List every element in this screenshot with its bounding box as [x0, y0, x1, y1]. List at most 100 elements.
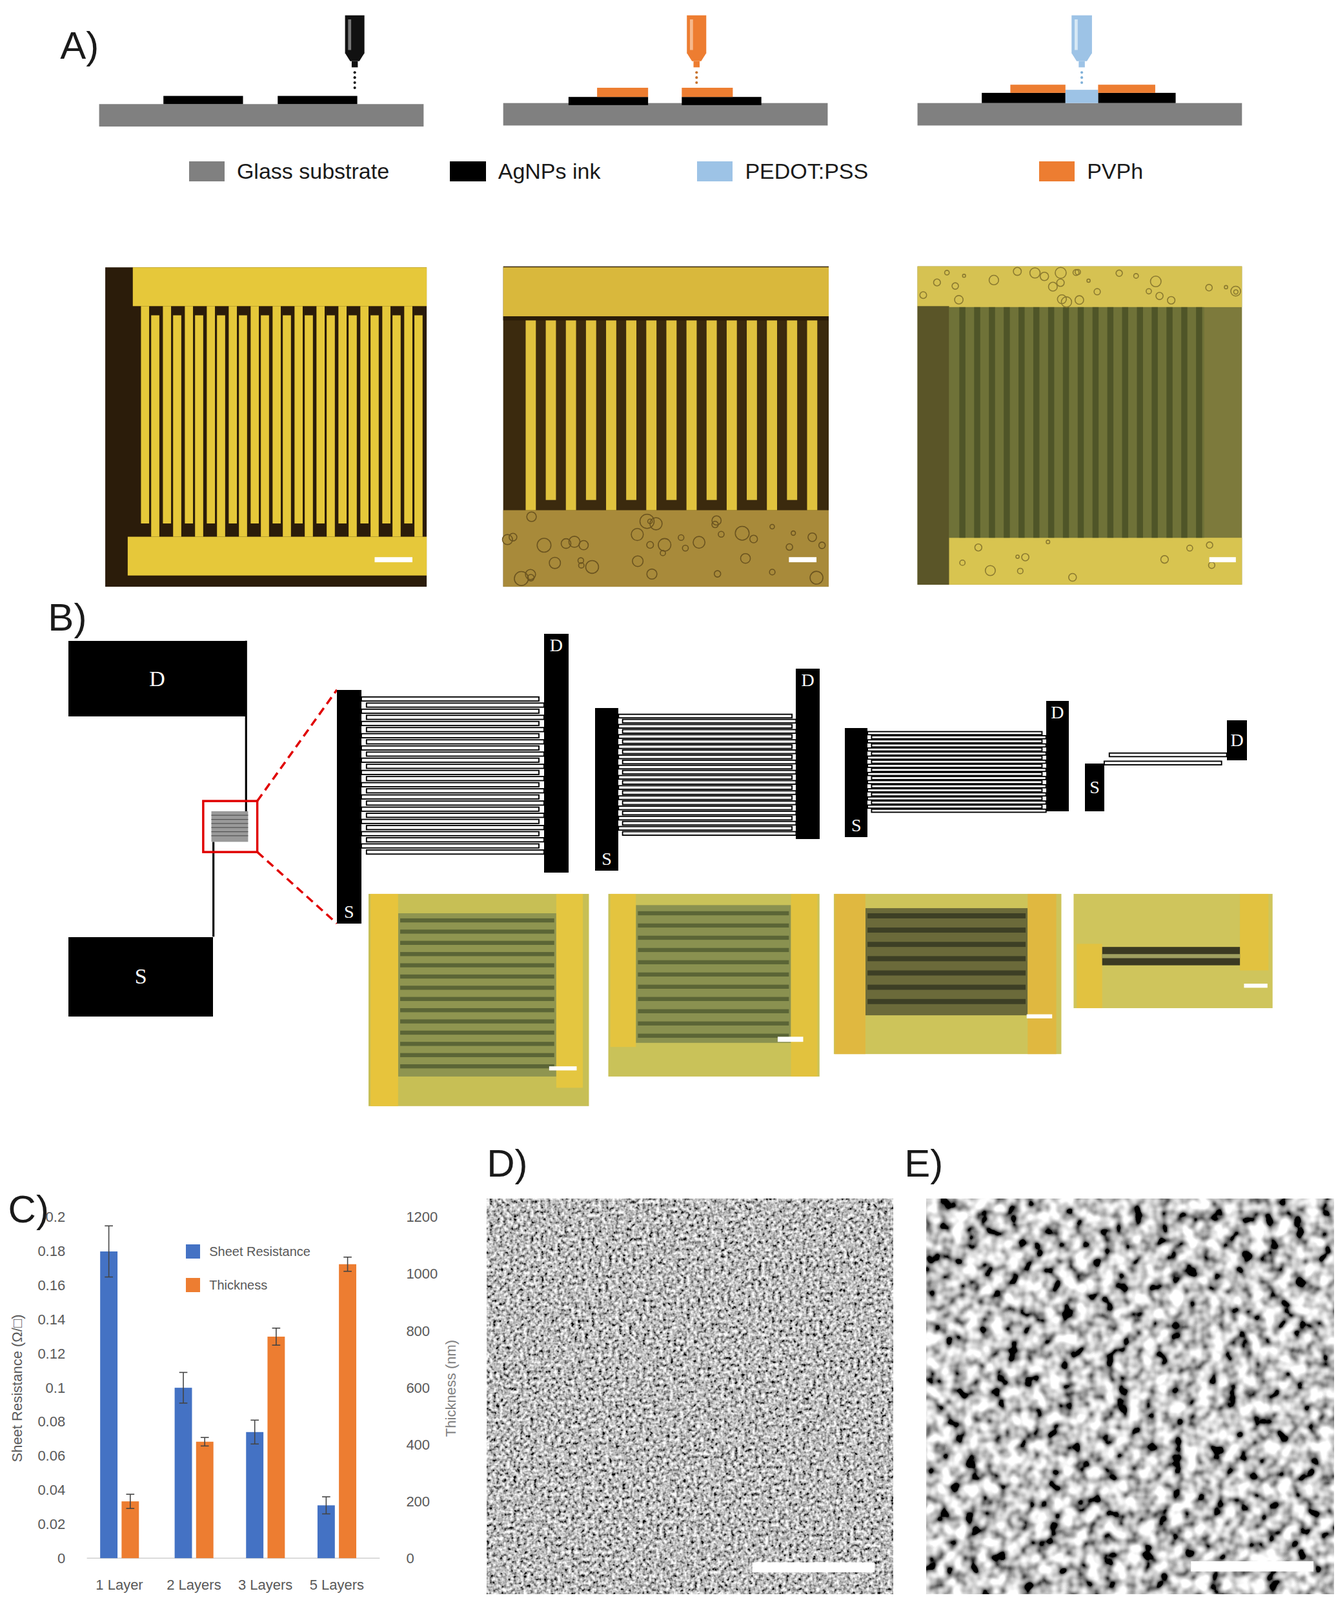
bubble: [514, 571, 529, 587]
electrode-finger: [366, 702, 545, 707]
bubble: [536, 538, 551, 552]
electrode-finger: [366, 813, 545, 818]
axis-tick: 0.1: [45, 1380, 66, 1397]
electrode-finger: [282, 315, 292, 537]
electrode-finger: [867, 772, 1042, 776]
bubble: [1040, 272, 1049, 281]
electrode-finger: [637, 972, 789, 977]
electrode-finger: [361, 807, 539, 812]
bubble: [718, 531, 725, 537]
electrode-finger: [140, 305, 150, 524]
bar: [121, 1501, 139, 1559]
electrode-finger: [618, 744, 792, 749]
bar: [174, 1387, 193, 1559]
bubble: [714, 570, 721, 577]
bubble: [1167, 296, 1176, 304]
bubble: [586, 560, 599, 574]
electrode-finger: [871, 760, 1046, 764]
electrode-finger: [867, 764, 1042, 768]
bubble: [1056, 278, 1065, 287]
error-bar: [104, 1225, 113, 1227]
scale-bar: [751, 1562, 875, 1573]
electrode-finger: [626, 320, 637, 500]
axis-tick: 0.02: [37, 1516, 66, 1533]
panel-label: A): [60, 24, 99, 68]
legend-text: Glass substrate: [236, 159, 390, 184]
bubble: [959, 560, 965, 566]
electrode-finger: [867, 739, 1042, 743]
electrode-finger: [238, 315, 248, 537]
electrode-finger: [361, 795, 539, 800]
electrode-finger: [867, 804, 1042, 809]
electrode-finger: [622, 760, 797, 765]
electrode-finger: [637, 948, 789, 952]
legend-swatch: [185, 1277, 201, 1293]
electrode-pad: D: [544, 633, 569, 873]
electrode-finger: [867, 999, 1026, 1005]
electrode-finger: [618, 734, 792, 739]
printing-schematic: [99, 15, 1243, 127]
axis-tick: 600: [405, 1380, 430, 1397]
electrode-finger: [867, 731, 1042, 736]
panel-label: B): [47, 596, 87, 639]
electrode-finger: [1062, 307, 1069, 538]
electrode-finger: [366, 800, 545, 805]
electrode-finger: [867, 955, 1026, 962]
electrode-finger: [361, 721, 539, 726]
bubble: [962, 274, 966, 278]
electrode-finger: [400, 1041, 555, 1046]
electrode-finger: [184, 305, 193, 524]
electrode-finger: [361, 758, 539, 763]
terminal-label: D: [549, 636, 563, 655]
error-bar: [200, 1445, 210, 1448]
error-bar: [250, 1419, 259, 1422]
bubble: [1234, 289, 1239, 295]
electrode-finger: [361, 819, 539, 824]
axis-title: Sheet Resistance (Ω/□): [9, 1314, 26, 1462]
error-bar: [179, 1402, 188, 1404]
error-bar: [203, 1437, 206, 1446]
bubble: [632, 555, 644, 567]
panel-label: E): [904, 1142, 943, 1185]
terminal-label: D: [1230, 731, 1244, 750]
electrode-finger: [400, 997, 555, 1002]
bubble: [769, 569, 776, 576]
legend-text: Thickness: [209, 1277, 268, 1293]
terminal-label: D: [149, 668, 166, 690]
electrode-finger: [726, 320, 738, 510]
axis-tick: 0: [405, 1550, 414, 1567]
electrode-finger: [622, 831, 797, 836]
electrode-finger: [272, 305, 281, 524]
electrode-finger: [959, 307, 965, 538]
electrode-finger: [338, 305, 347, 524]
terminal-label: S: [134, 965, 148, 988]
electrode-finger: [867, 780, 1042, 784]
electrode-finger: [618, 724, 792, 729]
legend-swatch: [449, 161, 486, 183]
axis-tick: 0.04: [37, 1482, 66, 1498]
electrode-finger: [400, 1064, 555, 1069]
bubble: [526, 511, 537, 522]
error-bar: [343, 1270, 352, 1273]
scale-bar: [374, 556, 1267, 1071]
electrode-finger: [646, 320, 657, 510]
electrode-finger: [867, 797, 1042, 801]
legend-swatch: [697, 161, 733, 183]
electrode-finger: [1104, 760, 1222, 765]
electrode-finger: [400, 929, 555, 934]
electrode-finger: [871, 776, 1046, 780]
electrode-finger: [361, 733, 539, 738]
electrode-pad: D: [795, 668, 820, 840]
electrode-finger: [216, 315, 226, 537]
bubble: [919, 291, 927, 299]
electrode-finger: [370, 315, 379, 537]
electrode-finger: [326, 315, 335, 537]
bubble: [711, 521, 719, 528]
electrode-finger: [622, 770, 797, 775]
bubble: [944, 270, 950, 275]
terminal-label: D: [1050, 703, 1064, 722]
bubble: [646, 541, 654, 548]
electrode-finger: [618, 785, 792, 790]
electrode-finger: [686, 320, 698, 510]
bubble: [954, 295, 963, 304]
